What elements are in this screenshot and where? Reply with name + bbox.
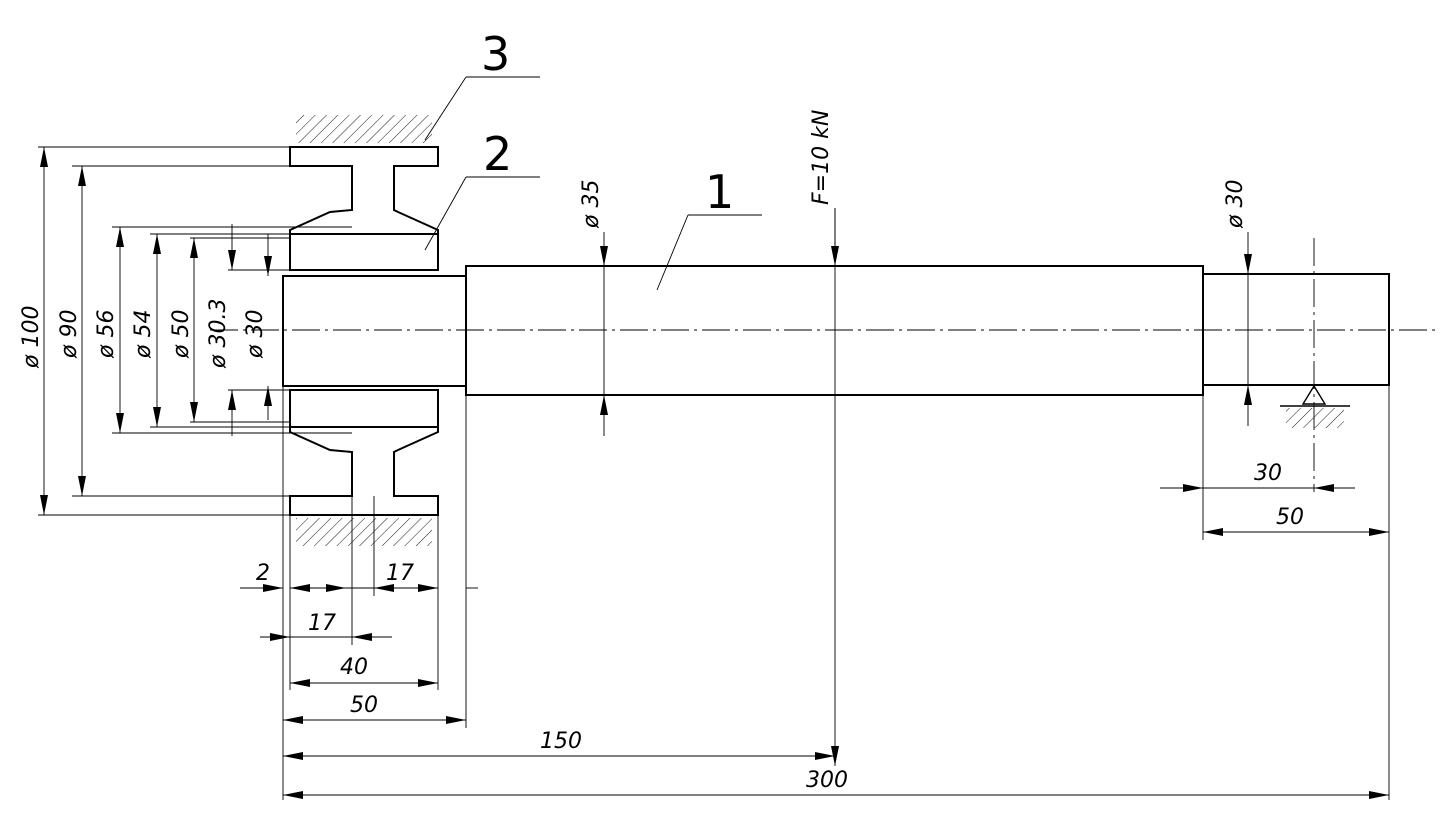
dim-d90: ø 90 [57,310,82,359]
dim-len-50-left: 50 [350,693,378,718]
fixed-support-hatch-top [296,115,432,143]
force-label: F=10 kN [809,110,834,205]
dim-d30-left: ø 30 [243,310,268,359]
dim-d100: ø 100 [19,306,44,369]
dim-len-2: 2 [256,561,270,586]
length-dimension-lines [240,484,1389,799]
shaft-part-1 [282,265,1390,396]
dim-d54: ø 54 [131,310,156,359]
dim-len-17-bottom: 17 [308,611,336,636]
dim-len-40: 40 [340,655,368,680]
part-leaders [424,76,762,291]
part-number-3: 3 [481,27,510,81]
housing-part-3 [289,115,439,546]
part-number-2: 2 [483,127,512,181]
left-diameter-extensions [38,146,352,516]
dim-len-300: 300 [806,768,848,793]
bushing-part-2 [289,233,439,428]
part-number-1: 1 [705,165,734,219]
shaft-diameter-lines [600,232,1252,436]
dim-len-150: 150 [540,729,582,754]
dim-len-30-right: 30 [1254,461,1282,486]
dim-d50: ø 50 [169,310,194,359]
dim-len-50-right: 50 [1276,505,1304,530]
fixed-support-hatch-bottom [296,518,432,546]
dim-len-17-top: 17 [386,561,414,586]
left-diameter-lines [40,147,272,515]
dim-d56: ø 56 [94,310,119,359]
dim-d35: ø 35 [579,180,604,229]
dim-d30-right: ø 30 [1223,180,1248,229]
bottom-extension-lines [282,385,1390,800]
dim-d30-3: ø 30.3 [206,299,231,369]
pin-support-icon [1280,384,1350,428]
